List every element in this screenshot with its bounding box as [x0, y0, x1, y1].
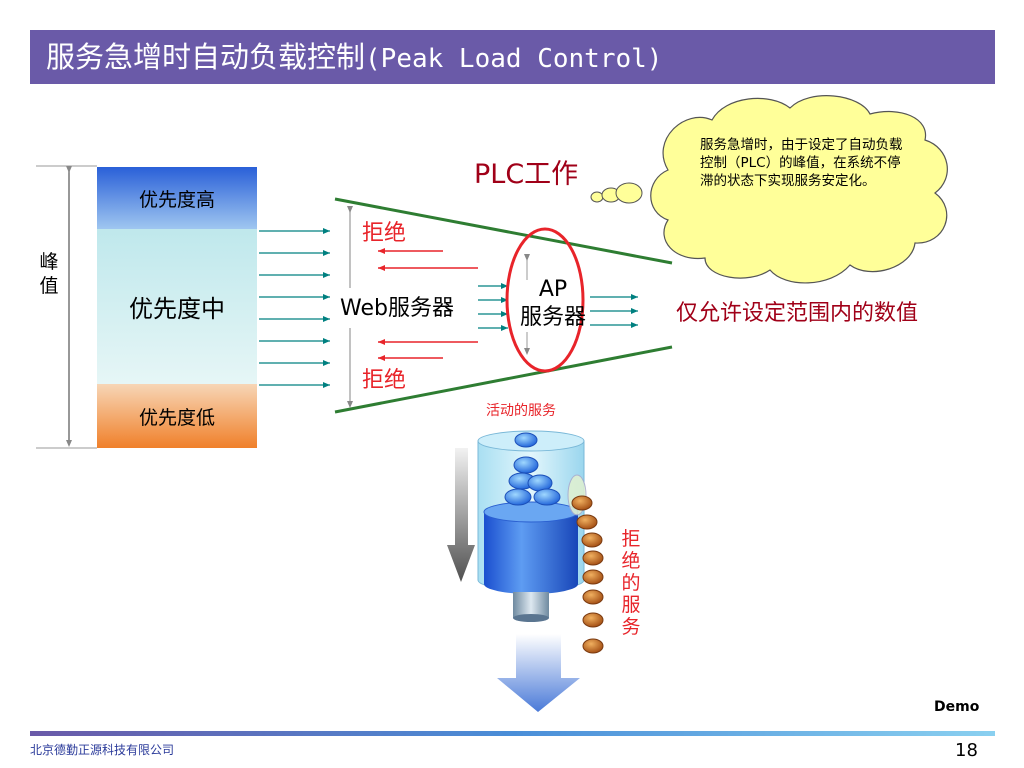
title-cjk: 服务急增时自动负载控制	[46, 40, 366, 74]
priority-high-box: 优先度高	[97, 167, 257, 229]
title-bar	[30, 30, 995, 84]
allowed-range-label: 仅允许设定范围内的数值	[676, 301, 919, 326]
priority-mid-box: 优先度中	[97, 229, 257, 384]
company-name: 北京德勤正源科技有限公司	[30, 743, 175, 757]
funnel-top-edge	[334, 197, 673, 265]
callout-text: 服务急增时，由于设定了自动负载控制（PLC）的峰值，在系统不停滞的状态下实现服务…	[700, 137, 903, 189]
output-arrows	[590, 294, 638, 328]
plc-label: PLC工作	[474, 159, 579, 190]
through-arrows	[478, 283, 508, 331]
ap-server-label: AP 服务器	[508, 276, 598, 332]
priority-low-box: 优先度低	[97, 384, 257, 448]
priority-mid-label: 优先度中	[129, 295, 225, 323]
footer-bar	[30, 731, 995, 736]
priority-low-label: 优先度低	[138, 406, 215, 429]
active-services-label: 活动的服务	[486, 403, 556, 419]
funnel-bottom-edge	[334, 345, 673, 414]
web-server-label: Web服务器	[340, 296, 454, 321]
demo-label: Demo	[934, 699, 980, 715]
down-arrow-gray	[447, 448, 475, 582]
rejection-arrows	[378, 248, 478, 361]
service-cylinder	[477, 430, 587, 622]
down-arrow-blue	[497, 634, 580, 712]
thought-bubbles	[590, 182, 643, 204]
ap-server-line2: 服务器	[519, 305, 586, 330]
incoming-arrows	[259, 228, 330, 388]
priority-high-label: 优先度高	[138, 188, 215, 211]
page-number: 18	[955, 740, 978, 761]
reject-label-top: 拒绝	[362, 221, 407, 246]
callout-cloud	[650, 95, 948, 284]
reject-label-bottom: 拒绝	[362, 368, 407, 393]
peak-label: 峰值	[39, 251, 59, 297]
rejected-service-balls	[571, 495, 604, 654]
page-title: 服务急增时自动负载控制(Peak Load Control)	[46, 33, 662, 81]
title-latin: (Peak Load Control)	[365, 44, 663, 74]
ap-highlight-ellipse	[505, 227, 585, 373]
ap-server-line1: AP	[538, 277, 568, 302]
active-service-balls	[504, 432, 561, 506]
rejected-services-label: 拒绝的服务	[621, 528, 641, 638]
